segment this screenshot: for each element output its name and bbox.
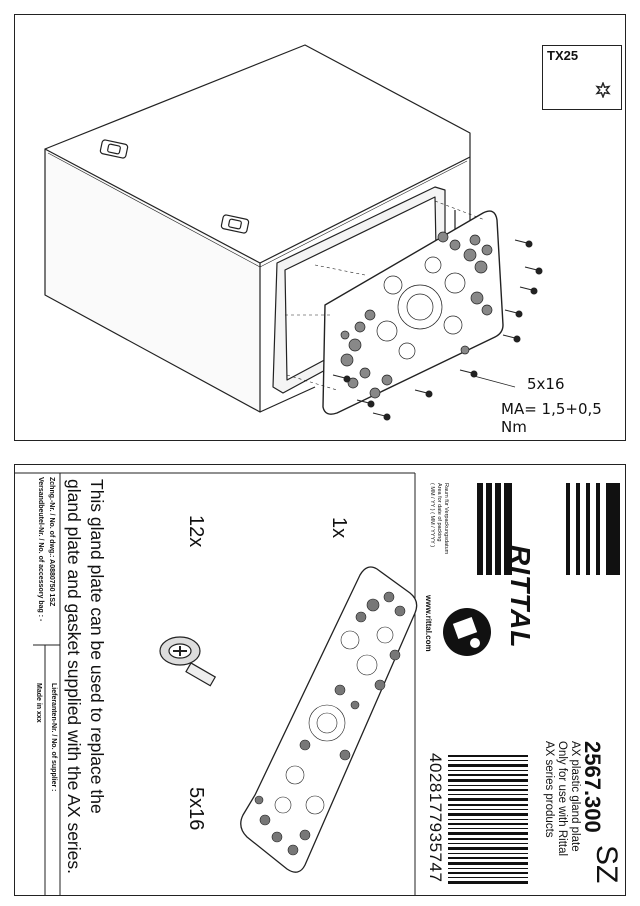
article-number: 2567.300 xyxy=(580,741,605,833)
screw-spec: 5x16 xyxy=(527,375,565,393)
tool-box: TX25 xyxy=(542,45,622,110)
product-code: SZ xyxy=(590,845,623,884)
pack-date-area: Raum für Verpackungsdatum Area for date … xyxy=(429,483,449,555)
website-link[interactable]: www.rittal.com xyxy=(424,595,433,652)
brand-logo-text: RITTAL xyxy=(505,545,536,649)
product-description: AX plastic gland plate Only for use with… xyxy=(543,741,581,857)
screw-icon xyxy=(159,636,217,687)
assembly-drawing-panel: TX25 5x16 MA= 1,5+0,5 Nm xyxy=(14,14,626,441)
made-in: Made in xxx xyxy=(35,683,42,723)
barcode xyxy=(448,755,528,884)
description-text: This gland plate can be used to replace … xyxy=(64,479,107,874)
screw-size: 5x16 xyxy=(185,787,207,831)
ean-number: 4028177935747 xyxy=(426,753,445,883)
screw-quantity: 12x xyxy=(185,515,207,548)
drawing-info: Zchng.-Nr. / No. of dwg.: A0880750 1SZ V… xyxy=(37,477,55,622)
torque-spec: MA= 1,5+0,5 Nm xyxy=(501,400,602,436)
product-label-panel: RITTAL Raum für Verpackungsdatum Area fo… xyxy=(14,464,626,896)
read-manual-icon xyxy=(443,608,491,656)
supplier-number: Lieferanten-Nr. / No. of supplier : xyxy=(50,683,57,792)
enclosure-illustration xyxy=(44,44,543,421)
label-graphics xyxy=(15,472,620,895)
tool-label: TX25 xyxy=(547,48,579,63)
plate-quantity: 1x xyxy=(328,517,350,539)
